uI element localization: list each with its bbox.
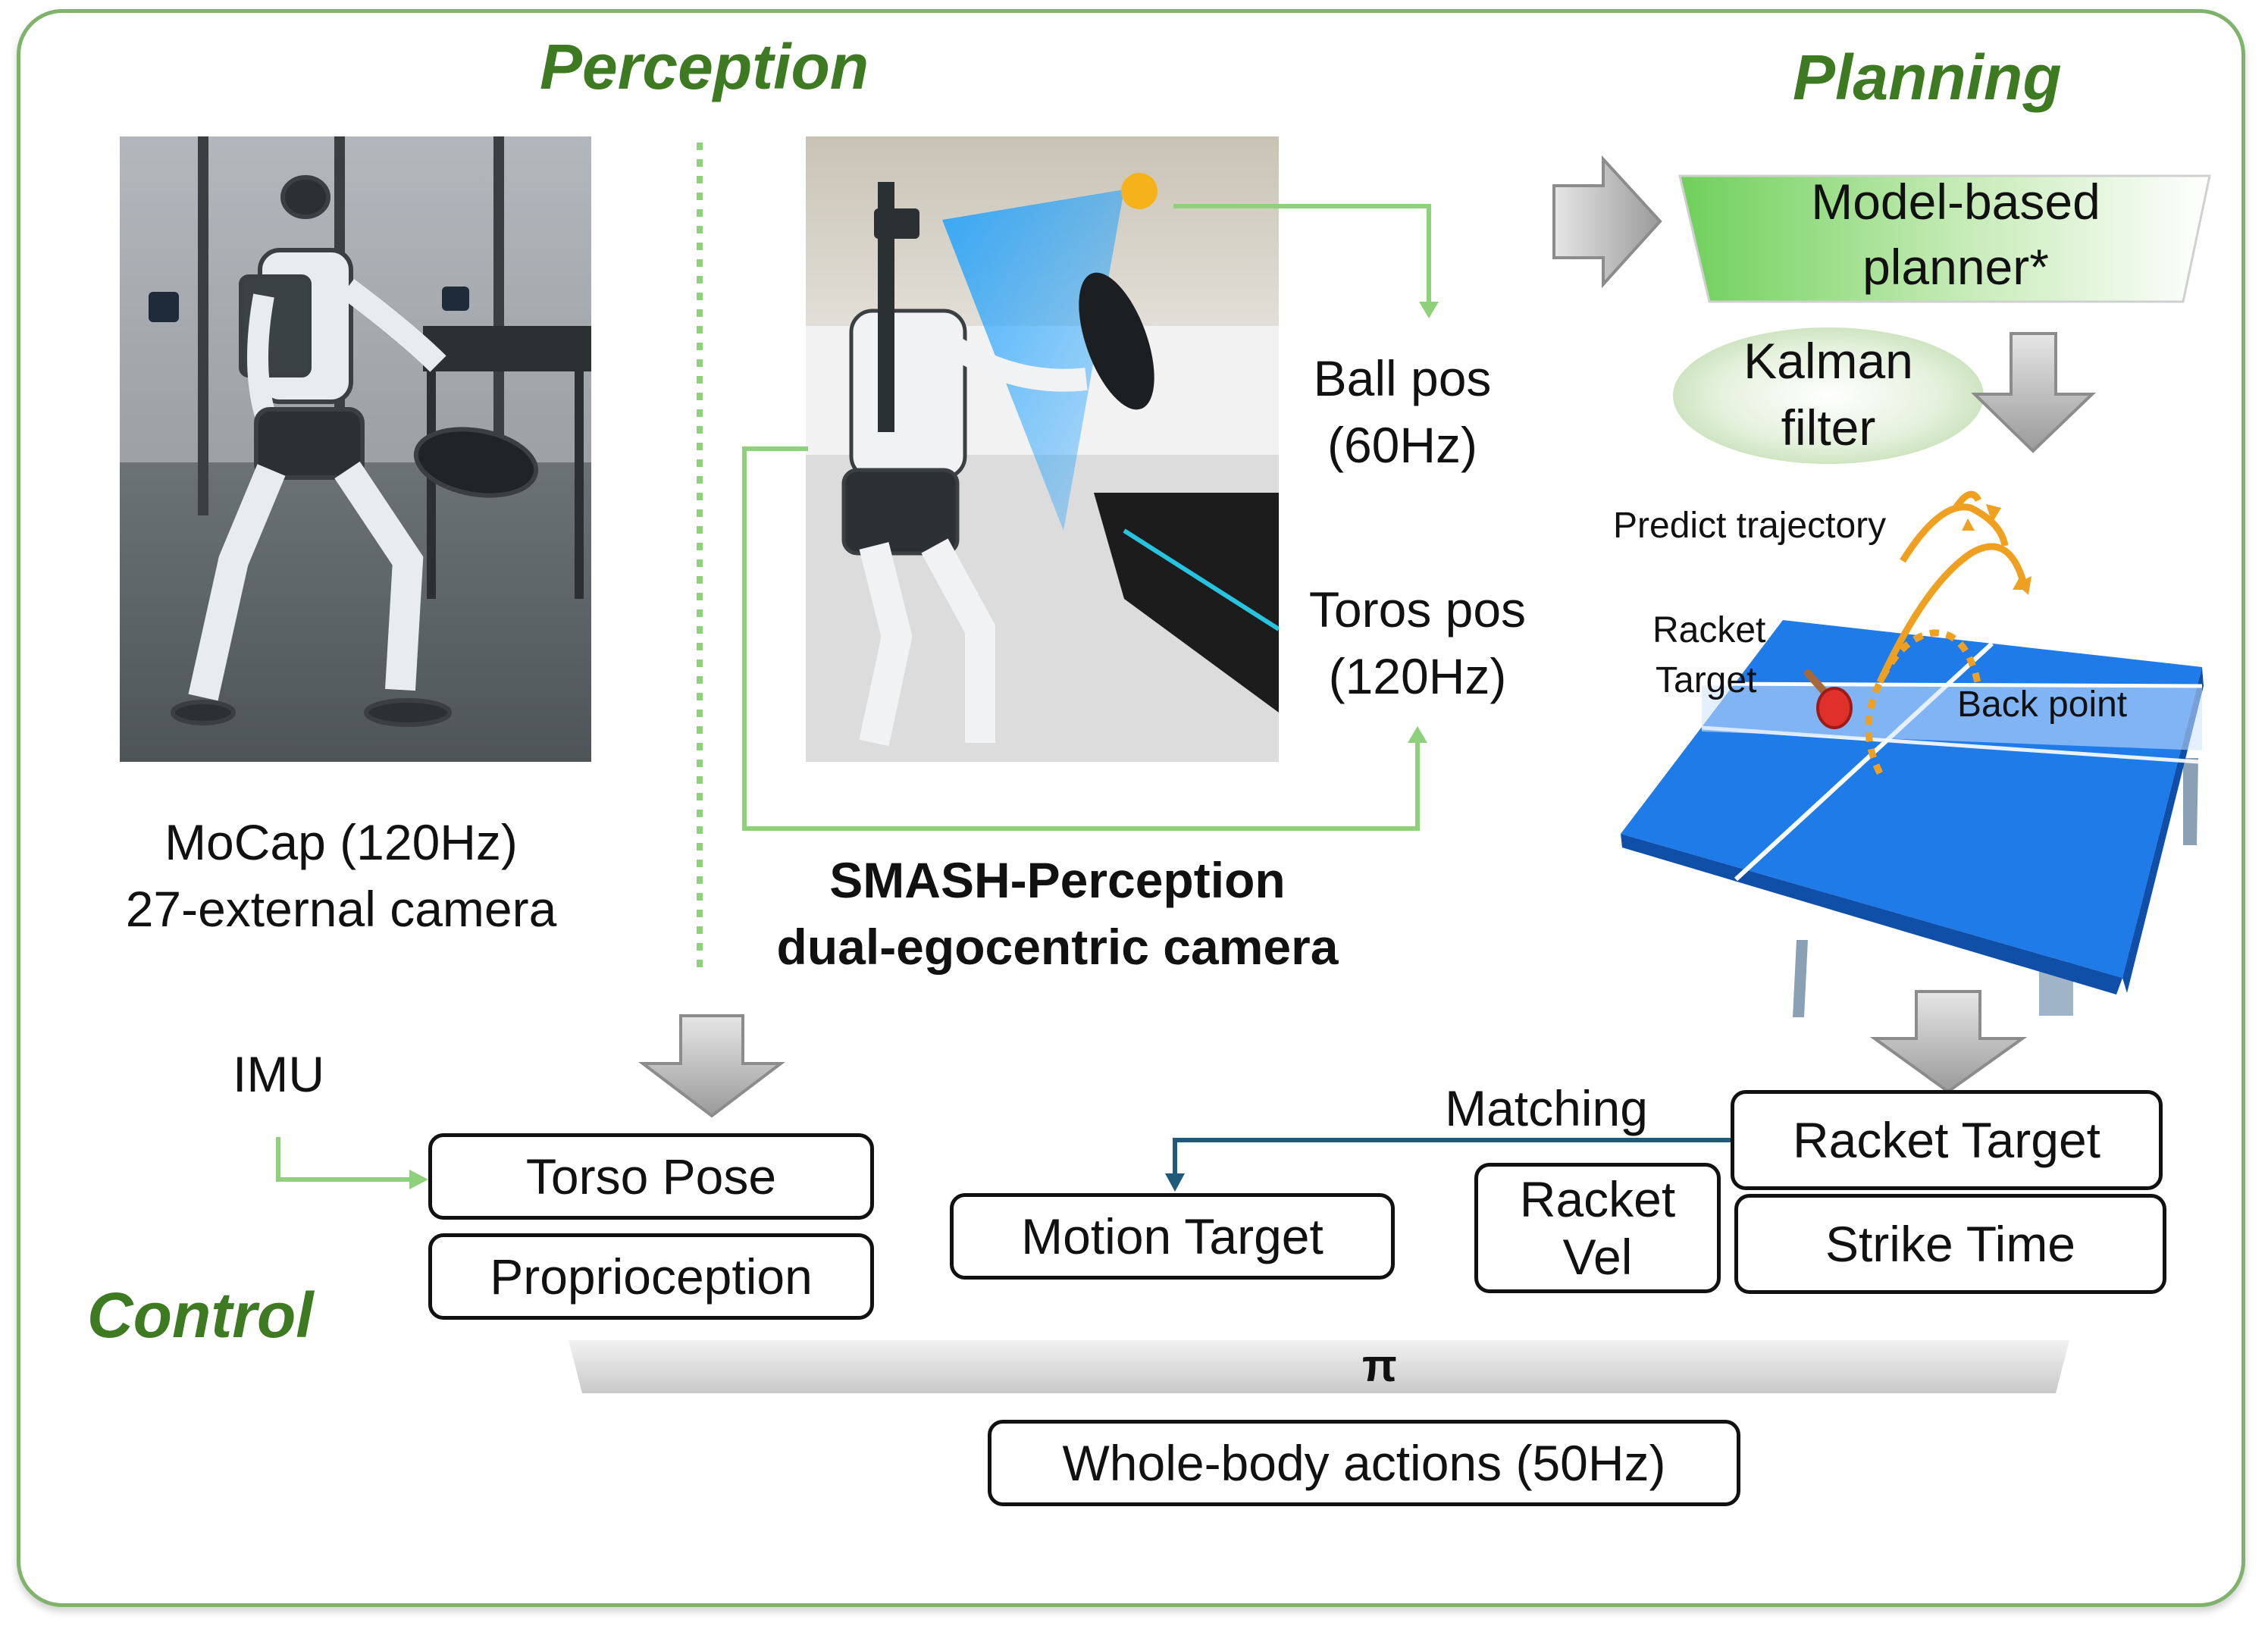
whole-body-actions-box: Whole-body actions (50Hz) <box>988 1420 1740 1506</box>
kalman-shape <box>1673 327 1984 464</box>
racket-target-box: Racket Target <box>1731 1090 2163 1190</box>
imu-arrowhead <box>409 1170 428 1189</box>
torso-pos-arrowhead <box>1408 726 1427 743</box>
smash-photo-illustration <box>806 136 1279 762</box>
policy-bar <box>569 1340 2069 1393</box>
ping-pong-paddle-icon <box>1804 669 1853 729</box>
perception-title: Perception <box>540 31 869 102</box>
mocap-photo-illustration <box>120 136 591 762</box>
predict-trajectory-label: Predict trajectory <box>1613 506 1887 546</box>
ball-pos-line1: Ball pos <box>1313 350 1492 406</box>
kalman-line1: Kalman <box>1743 333 1913 389</box>
planning-title: Planning <box>1793 42 2062 113</box>
ball-pos-line2: (60Hz) <box>1327 417 1478 473</box>
ball-pos-arrowhead <box>1419 302 1439 318</box>
imu-connector <box>276 1137 413 1182</box>
planner-shape <box>1678 174 2211 303</box>
toros-pos-line1: Toros pos <box>1308 581 1527 638</box>
torso-pose-box: Torso Pose <box>428 1133 874 1220</box>
planner-line1: Model-based <box>1811 174 2100 230</box>
smash-caption-line2: dual-egocentric camera <box>776 919 1339 975</box>
matching-label: Matching <box>1445 1080 1648 1136</box>
planner-line2: planner* <box>1862 239 2049 295</box>
matching-arrowhead <box>1165 1173 1185 1192</box>
racket-vel-line2: Vel <box>1562 1229 1633 1285</box>
kalman-line2: filter <box>1781 399 1876 456</box>
block-arrow-down-icon <box>1869 990 2028 1094</box>
policy-pi-label: π <box>1362 1340 1397 1391</box>
racket-target-label-line2: Target <box>1656 660 1757 700</box>
ball-pos-connector <box>1173 204 1431 307</box>
back-point-label: Back point <box>1957 684 2128 725</box>
block-arrow-down-icon <box>1971 332 2096 453</box>
strike-time-box: Strike Time <box>1734 1194 2166 1294</box>
mocap-caption-line1: MoCap (120Hz) <box>164 814 518 870</box>
mocap-photo <box>120 136 591 762</box>
proprioception-box: Proprioception <box>428 1233 874 1320</box>
imu-label: IMU <box>233 1046 324 1102</box>
block-arrow-down-icon <box>638 1014 785 1118</box>
block-arrow-right-icon <box>1552 155 1662 289</box>
mocap-caption-line2: 27-external camera <box>125 881 557 937</box>
torso-pos-connector <box>742 446 1420 831</box>
toros-pos-line2: (120Hz) <box>1328 648 1507 704</box>
smash-photo <box>806 136 1279 762</box>
racket-target-label-line1: Racket <box>1652 610 1766 650</box>
racket-vel-box: Racket Vel <box>1474 1163 1721 1293</box>
smash-caption-line1: SMASH-Perception <box>829 852 1286 908</box>
racket-vel-line1: Racket <box>1519 1171 1676 1227</box>
ping-pong-table-illustration <box>1621 490 2204 1017</box>
motion-target-box: Motion Target <box>950 1193 1395 1280</box>
control-title: Control <box>87 1280 314 1351</box>
matching-connector <box>1173 1138 1732 1177</box>
